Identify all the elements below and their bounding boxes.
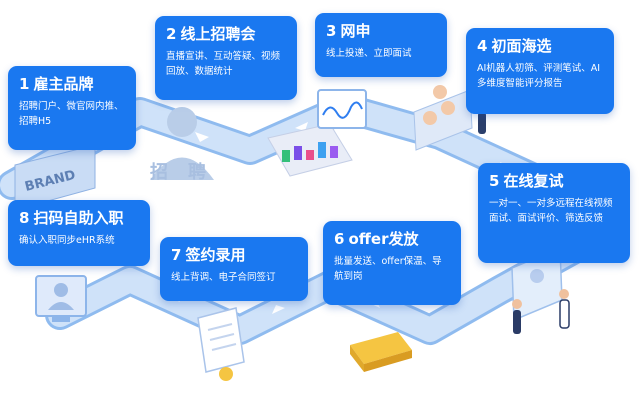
- chart-bar: [306, 150, 314, 160]
- chart-bar: [330, 146, 338, 158]
- step-description: 直播宣讲、互动答疑、视频回放、数据统计: [166, 51, 281, 77]
- onboarding-monitor-icon: [35, 275, 87, 322]
- person-icon: 招 聘: [150, 107, 214, 183]
- step-description: 线上投递、立即面试: [326, 48, 412, 59]
- monitor-icon: [317, 89, 367, 129]
- step-description: 招聘门户、微官网内推、招聘H5: [19, 101, 124, 127]
- zhao-character: 招: [150, 161, 168, 183]
- step-description: AI机器人初筛、评测笔试、AI多维度智能评分报告: [477, 63, 601, 89]
- coin-icon: [219, 367, 233, 381]
- chart-bar: [282, 150, 290, 162]
- step-description: 一对一、一对多远程在线视频面试、面试评价、筛选反馈: [489, 198, 613, 224]
- step-description: 线上背调、电子合同签订: [171, 272, 276, 283]
- arrow-icon: [295, 122, 308, 131]
- brand-sign-illustration: BRAND: [14, 144, 96, 211]
- bar-chart-board-illustration: [267, 123, 353, 177]
- face-icon: [423, 111, 437, 125]
- pin-character: 聘: [188, 161, 206, 183]
- contract-document-icon: [197, 307, 245, 381]
- face-icon: [433, 85, 447, 99]
- arrow-icon: [195, 132, 209, 142]
- step-description: 确认入职同步eHR系统: [19, 235, 115, 246]
- person-icon: [513, 310, 521, 334]
- person-icon: [478, 112, 486, 134]
- person-icon: [559, 299, 570, 329]
- folder-icon: [350, 332, 412, 372]
- face-icon: [441, 101, 455, 115]
- chart-bar: [318, 142, 326, 158]
- person-icon: [530, 269, 544, 283]
- step-description: 批量发送、offer保温、导航到岗: [334, 256, 442, 282]
- video-interview-illustration: [511, 246, 570, 334]
- arrow-icon: [272, 305, 285, 314]
- chart-bar: [294, 146, 302, 160]
